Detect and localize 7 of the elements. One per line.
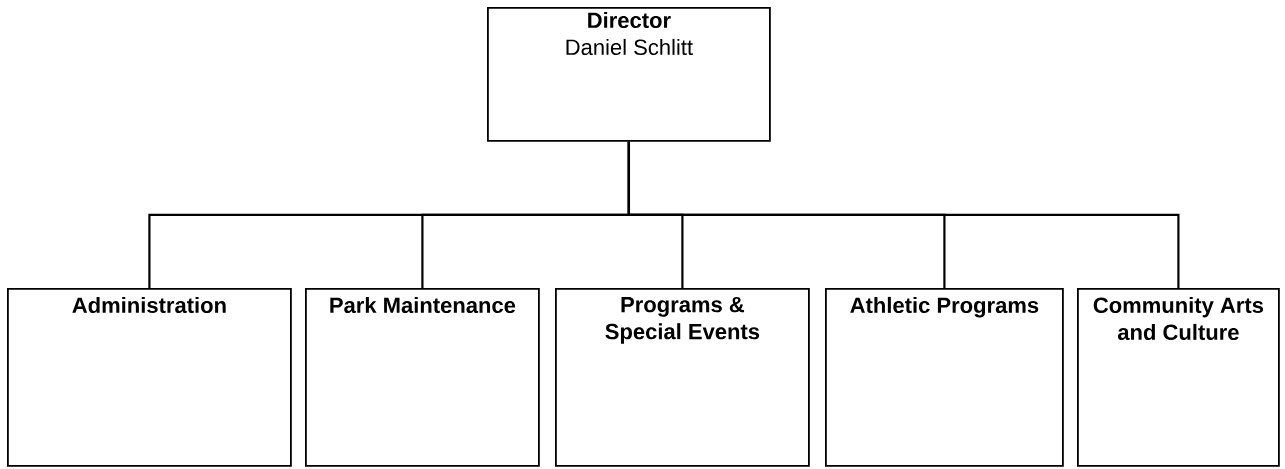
org-box: Community Arts and Culture — [1077, 288, 1280, 467]
org-box: Athletic Programs — [825, 288, 1064, 467]
connector-line — [627, 141, 1180, 288]
org-box: Administration — [7, 288, 292, 467]
org-box: Park Maintenance — [305, 288, 540, 467]
org-box: Director Daniel Schlitt — [487, 7, 771, 142]
org-box: Programs & Special Events — [555, 288, 810, 467]
